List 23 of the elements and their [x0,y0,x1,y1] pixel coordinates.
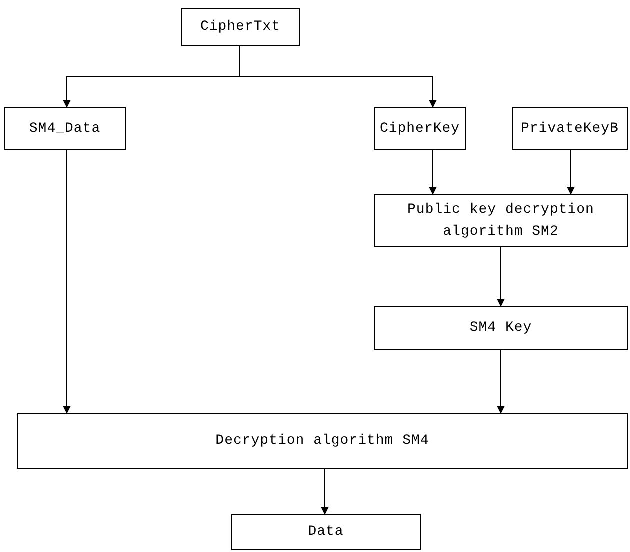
process-box [4,107,126,150]
box-label: PrivateKeyB [521,120,619,138]
box-label: Data [308,523,344,542]
process-box [17,413,628,469]
box-label: Decryption algorithm SM4 [216,432,430,451]
box-label: CipherTxt [200,18,281,37]
arrow [497,246,505,307]
arrow [63,150,71,414]
box-label: SM4_Data [29,120,101,138]
process-box [181,8,300,46]
box-label: CipherKey [380,120,460,138]
process-box [374,306,628,350]
box-label: Public key decryption algorithm SM2 [406,200,596,242]
box-label: SM4 Key [470,319,532,338]
process-box [374,107,466,150]
process-box [512,107,628,150]
arrow [321,468,329,515]
arrow [240,46,437,108]
arrow [567,150,575,195]
arrow [497,350,505,414]
process-box [374,194,628,247]
arrow [429,150,437,195]
process-box [231,514,421,550]
